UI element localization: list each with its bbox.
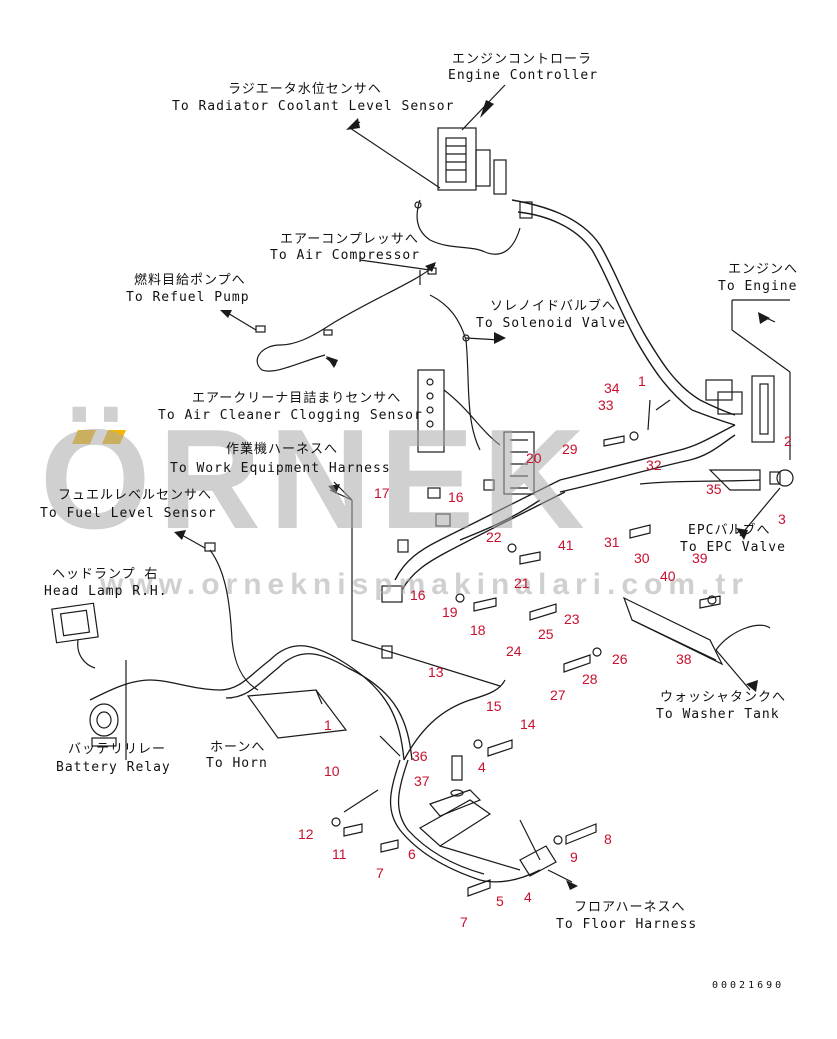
part-number: 4 bbox=[478, 759, 486, 775]
part-number: 10 bbox=[324, 763, 340, 779]
label-washer-en: To Washer Tank bbox=[656, 707, 780, 722]
part-number: 24 bbox=[506, 643, 522, 659]
part-number: 21 bbox=[514, 575, 530, 591]
part-number: 17 bbox=[374, 485, 390, 501]
label-horn-en: To Horn bbox=[206, 756, 268, 771]
part-number: 35 bbox=[706, 481, 722, 497]
part-number: 8 bbox=[604, 831, 612, 847]
left-harness bbox=[89, 645, 541, 883]
part-number: 1 bbox=[638, 373, 646, 389]
part-number: 41 bbox=[558, 537, 574, 553]
part-number: 16 bbox=[448, 489, 464, 505]
label-floor-en: To Floor Harness bbox=[556, 917, 698, 932]
part-number: 30 bbox=[634, 550, 650, 566]
label-air-cleaner-en: To Air Cleaner Clogging Sensor bbox=[158, 408, 423, 423]
watermark-site: www.orneknispmakinalari.com.tr bbox=[100, 568, 750, 601]
part-number: 14 bbox=[520, 716, 536, 732]
part-number: 32 bbox=[646, 457, 662, 473]
part-number: 13 bbox=[428, 664, 444, 680]
watermark-brand: ÖRNEK bbox=[40, 400, 593, 559]
label-work-equipment-jp: 作業機ハーネスへ bbox=[226, 442, 339, 457]
label-engine-controller-en: Engine Controller bbox=[448, 68, 599, 83]
engine-connector bbox=[705, 375, 775, 443]
part-number: 26 bbox=[612, 651, 628, 667]
center-harness bbox=[394, 424, 736, 591]
label-air-cleaner-jp: エアークリーナ目詰まりセンサへ bbox=[192, 391, 402, 406]
label-battery-en: Battery Relay bbox=[56, 760, 171, 775]
part-number: 3 bbox=[778, 511, 786, 527]
floor-bracket bbox=[418, 789, 557, 877]
part-number: 29 bbox=[562, 441, 578, 457]
arrowheads bbox=[174, 100, 770, 890]
label-battery-jp: バッテリリレー bbox=[68, 742, 167, 757]
bolts bbox=[331, 431, 721, 897]
part-number: 22 bbox=[486, 529, 502, 545]
label-refuel-pump-en: To Refuel Pump bbox=[126, 290, 250, 305]
label-engine-controller-jp: エンジンコントローラ bbox=[452, 52, 593, 67]
part-number: 7 bbox=[460, 914, 468, 930]
label-head-lamp-en: Head Lamp R.H. bbox=[44, 584, 168, 599]
part-number: 6 bbox=[408, 846, 416, 862]
label-refuel-pump-jp: 燃料目給ポンプへ bbox=[134, 273, 246, 288]
part-number: 20 bbox=[526, 450, 542, 466]
label-floor-jp: フロアハーネスへ bbox=[574, 900, 686, 915]
label-head-lamp-jp: ヘッドランプ 右 bbox=[52, 567, 159, 582]
label-radiator-jp: ラジエータ水位センサヘ bbox=[228, 82, 382, 97]
part-number: 12 bbox=[298, 826, 314, 842]
part-number: 7 bbox=[376, 865, 384, 881]
part-number: 38 bbox=[676, 651, 692, 667]
part-number: 27 bbox=[550, 687, 566, 703]
part-number: 39 bbox=[692, 550, 708, 566]
watermark bbox=[72, 430, 126, 444]
engine-controller-unit bbox=[437, 127, 507, 195]
label-solenoid-jp: ソレノイドバルブへ bbox=[490, 299, 617, 314]
label-air-compressor-en: To Air Compressor bbox=[270, 248, 421, 263]
part-number: 15 bbox=[486, 698, 502, 714]
label-engine-jp: エンジンへ bbox=[728, 262, 799, 277]
part-number: 40 bbox=[660, 568, 676, 584]
part-number: 1 bbox=[324, 717, 332, 733]
main-trunk-harness bbox=[511, 199, 736, 426]
part-number: 19 bbox=[442, 604, 458, 620]
label-epc-jp: EPCバルブへ bbox=[688, 523, 771, 538]
part-number: 37 bbox=[414, 773, 430, 789]
part-number: 4 bbox=[524, 889, 532, 905]
relay-block bbox=[503, 431, 535, 495]
label-solenoid-en: To Solenoid Valve bbox=[476, 316, 627, 331]
epc-valve bbox=[639, 469, 794, 487]
air-cleaner-bracket bbox=[417, 369, 445, 453]
part-number: 16 bbox=[410, 587, 426, 603]
part-number: 2 bbox=[784, 433, 792, 449]
label-work-equipment-en: To Work Equipment Harness bbox=[170, 461, 391, 476]
part-number: 18 bbox=[470, 622, 486, 638]
part-number: 33 bbox=[598, 397, 614, 413]
part-number: 11 bbox=[332, 846, 347, 862]
head-lamp bbox=[51, 602, 99, 669]
label-engine-en: To Engine bbox=[718, 279, 798, 294]
battery-relay bbox=[89, 703, 119, 747]
part-number: 31 bbox=[604, 534, 620, 550]
document-id: 00021690 bbox=[712, 980, 785, 991]
label-horn-jp: ホーンへ bbox=[210, 740, 266, 755]
part-number: 34 bbox=[604, 380, 620, 396]
label-fuel-level-jp: フュエルレベルセンサへ bbox=[58, 488, 213, 503]
part-number: 25 bbox=[538, 626, 554, 642]
part-number: 23 bbox=[564, 611, 580, 627]
part-number: 5 bbox=[496, 893, 504, 909]
part-number: 28 bbox=[582, 671, 598, 687]
label-washer-jp: ウォッシャタンクへ bbox=[660, 690, 787, 705]
label-radiator-en: To Radiator Coolant Level Sensor bbox=[172, 99, 455, 114]
label-epc-en: To EPC Valve bbox=[680, 540, 786, 555]
part-number: 9 bbox=[570, 849, 578, 865]
label-air-compressor-jp: エアーコンプレッサへ bbox=[280, 232, 419, 247]
part-number: 36 bbox=[412, 748, 428, 764]
label-fuel-level-en: To Fuel Level Sensor bbox=[40, 506, 217, 521]
